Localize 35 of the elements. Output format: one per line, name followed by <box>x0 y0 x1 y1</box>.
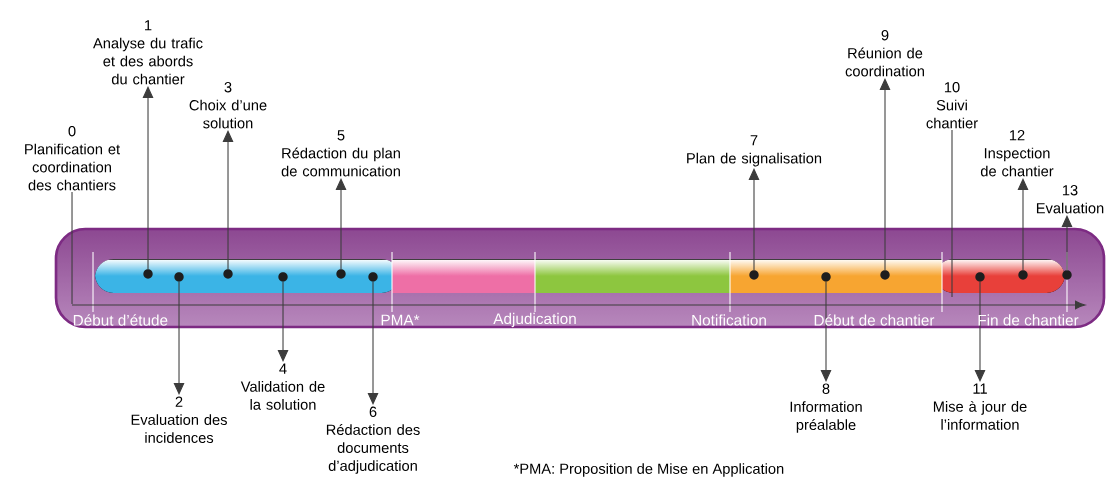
leader-line <box>71 191 73 305</box>
leader-line <box>335 178 347 270</box>
leader-line <box>879 78 891 271</box>
step-label: 0 Planification et coordination des chantiers <box>25 126 120 191</box>
step-label: 5 Rédaction du plan de communication <box>281 130 400 177</box>
phase-label: Adjudication <box>493 312 576 328</box>
leader-line <box>820 281 832 382</box>
step-label: 4 Validation de la solution <box>240 363 325 410</box>
leader-line <box>1061 215 1073 271</box>
step-label: 8 Information préalable <box>790 383 862 433</box>
step-label: 6 Rédaction des documents d’adjudication <box>326 406 420 474</box>
step-label: 12 Inspection de chantier <box>980 130 1054 177</box>
phase-label: Fin de chantier <box>978 314 1079 326</box>
leader-line <box>974 281 986 382</box>
step-label: 13 Evaluation <box>1036 185 1104 214</box>
phase-label: Début de chantier <box>814 314 935 326</box>
step-label: 1 Analyse du trafic et des abords du chantier <box>93 20 203 85</box>
leader-line <box>1017 178 1029 271</box>
phase-label: PMA* <box>381 314 420 326</box>
leader-line <box>367 281 379 405</box>
step-label: 9 Réunion de coordination <box>845 30 924 77</box>
footnote: *PMA: Proposition de Mise en Application <box>513 463 784 477</box>
step-label: 11 Mise à jour de l’information <box>933 383 1027 430</box>
step-label: 7 Plan de signalisation <box>687 135 822 167</box>
leader-line <box>142 86 154 270</box>
leader-line <box>748 168 760 271</box>
leader-line <box>951 129 953 298</box>
leader-line <box>173 281 185 395</box>
leader-line <box>277 281 289 362</box>
step-label: 2 Evaluation des incidences <box>131 396 227 443</box>
step-label: 3 Choix d’une solution <box>189 82 267 129</box>
step-label: 10 Suivi chantier <box>926 82 978 129</box>
phase-label: Notification <box>692 314 766 326</box>
leader-line <box>222 130 234 270</box>
phase-label: Début d’étude <box>73 314 168 326</box>
